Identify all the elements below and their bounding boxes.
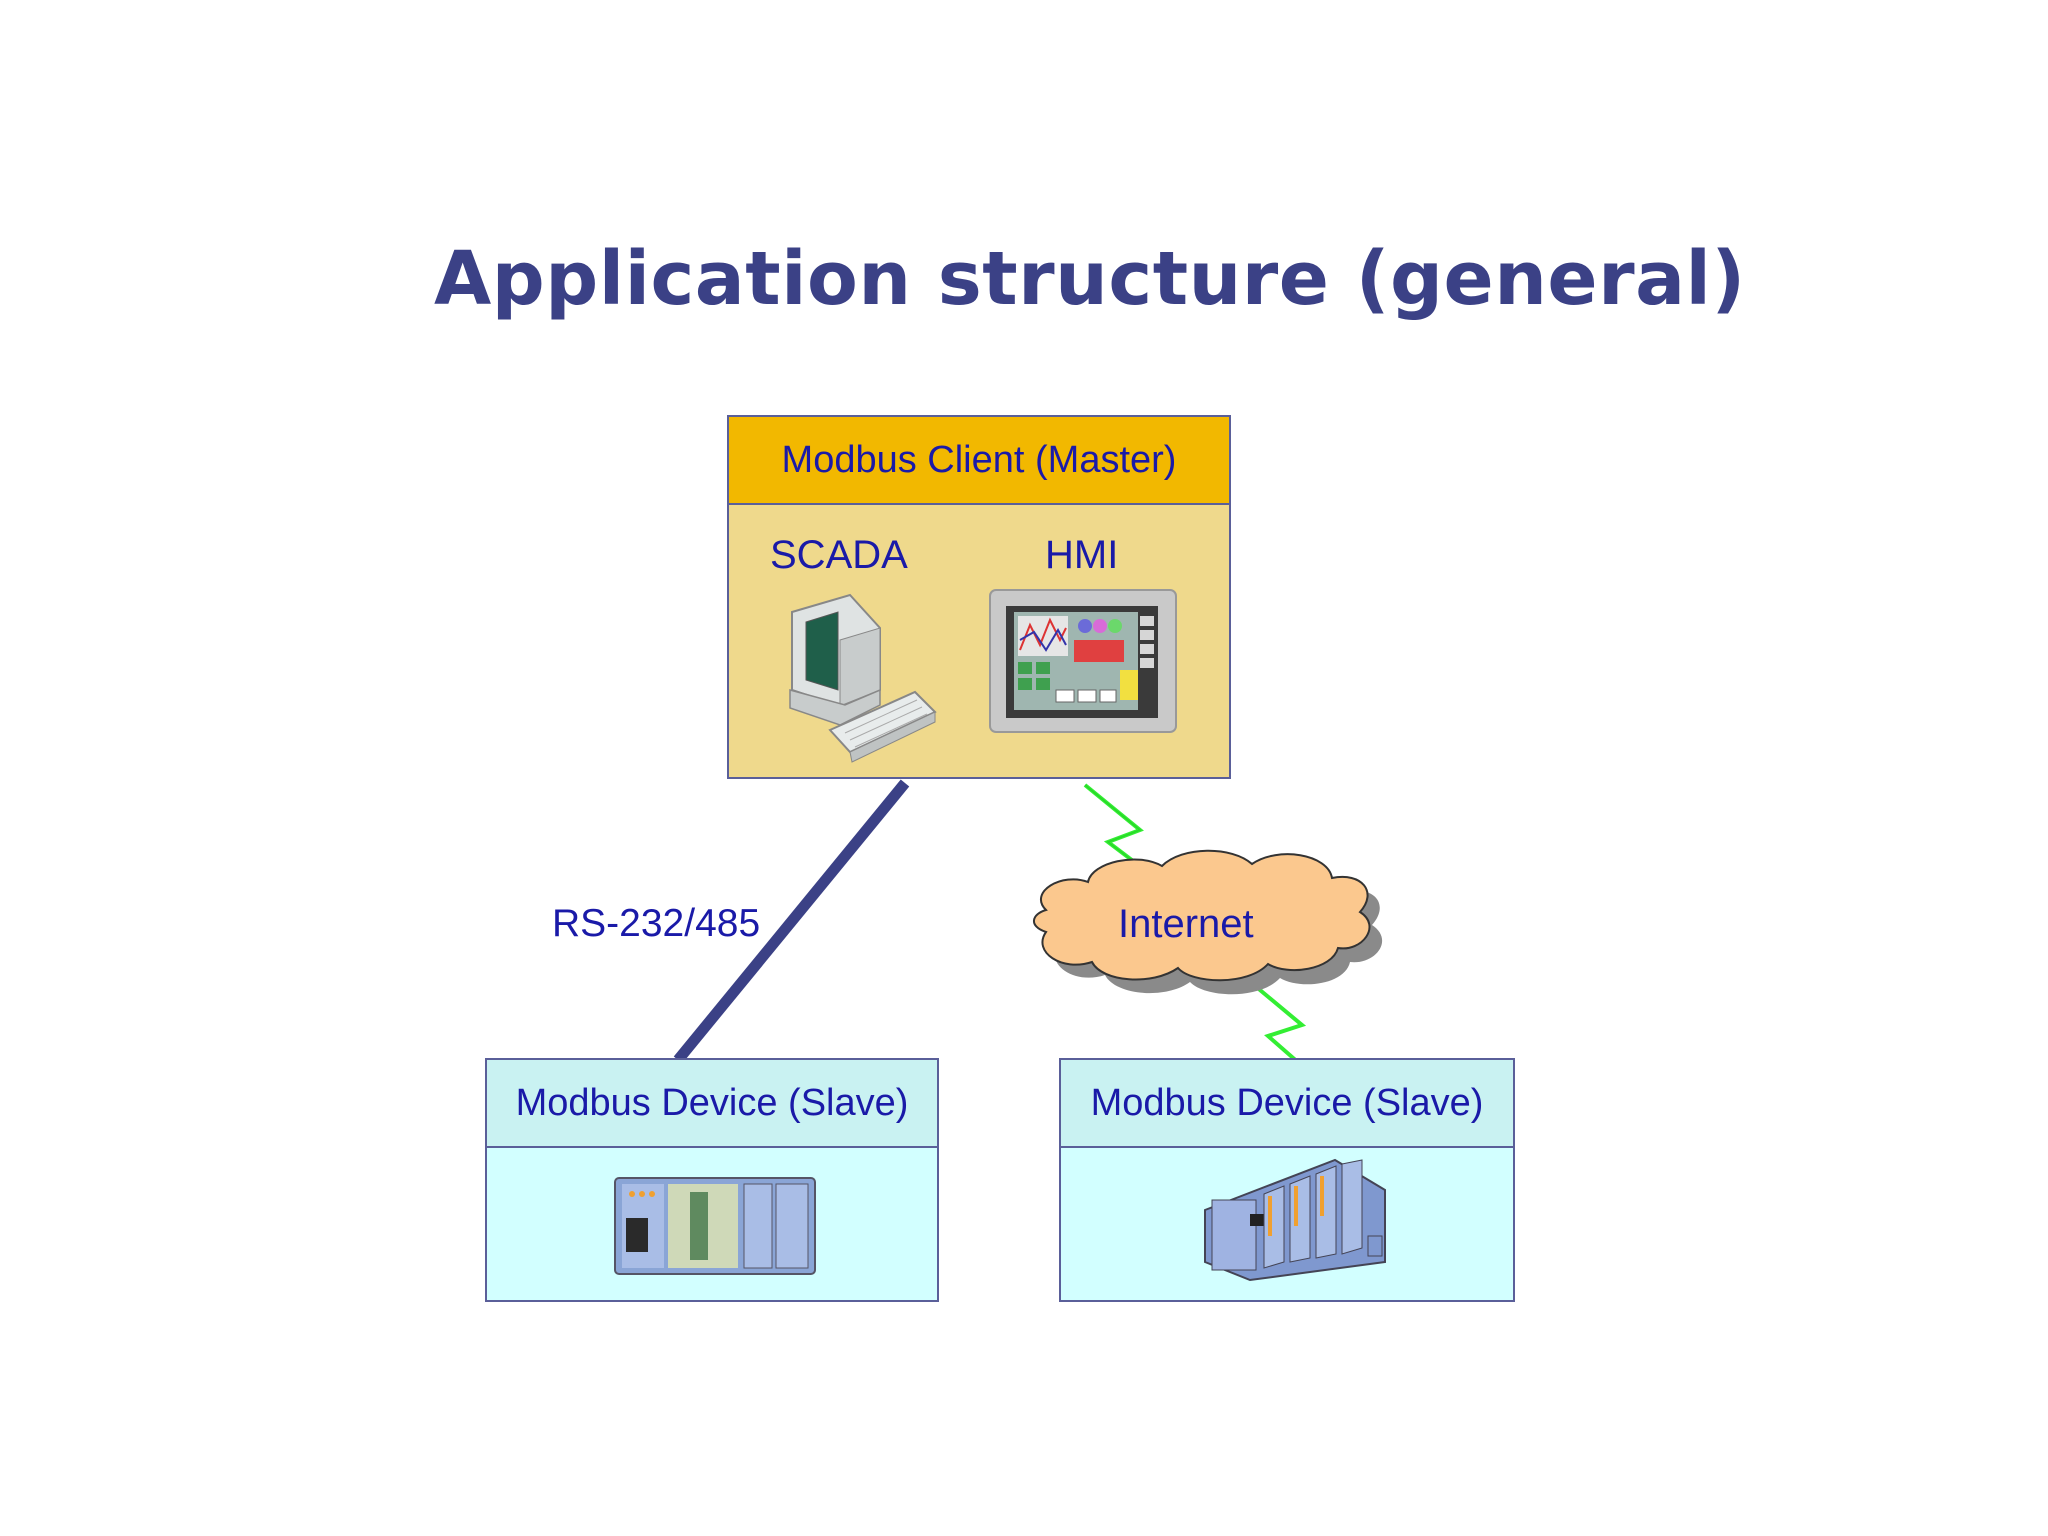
internet-label: Internet: [1118, 902, 1254, 946]
device-header-label: Modbus Device (Slave): [1090, 1081, 1484, 1124]
client-header: Modbus Client (Master): [729, 417, 1229, 505]
internet-cloud: [1033, 849, 1371, 982]
device-header-label: Modbus Device (Slave): [515, 1081, 909, 1124]
device-header-internet: Modbus Device (Slave): [1061, 1060, 1513, 1148]
serial-cable-line: [673, 779, 910, 1064]
client-header-label: Modbus Client (Master): [781, 438, 1177, 481]
device-header-serial: Modbus Device (Slave): [487, 1060, 937, 1148]
slide-title: Application structure (general): [434, 236, 1746, 322]
serial-link-label: RS-232/485: [552, 902, 761, 945]
hmi-label: HMI: [1045, 533, 1119, 577]
scada-label: SCADA: [770, 533, 908, 577]
